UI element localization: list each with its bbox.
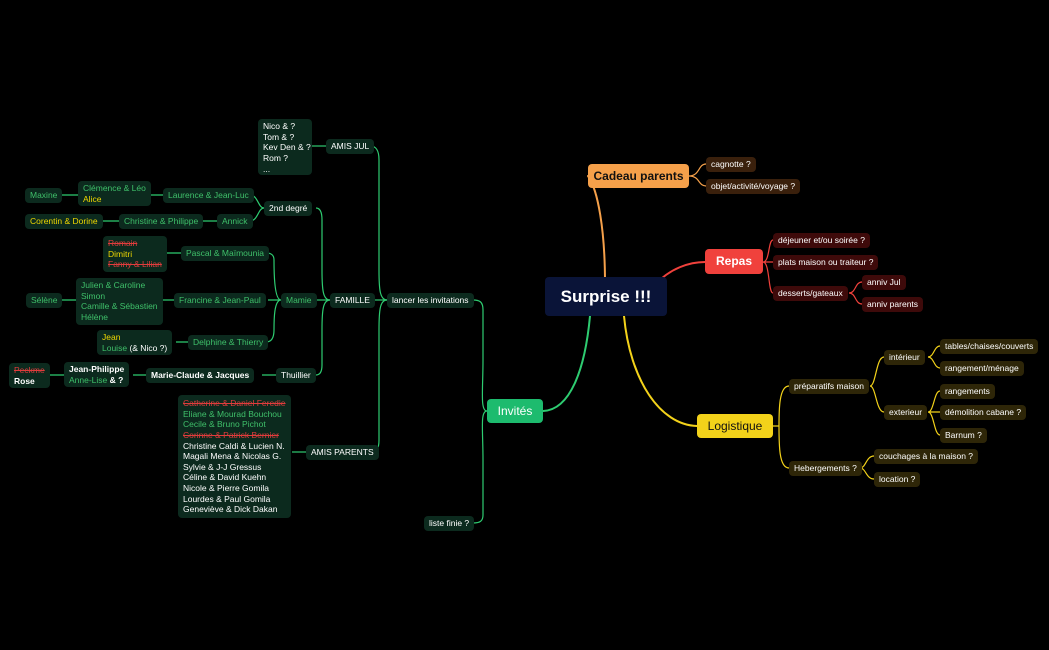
invites-topic[interactable]: Invités: [487, 399, 543, 423]
mamie-node[interactable]: Mamie: [281, 293, 317, 308]
hebergements-node[interactable]: Hebergements ?: [789, 461, 862, 476]
marie-claude-node[interactable]: Marie-Claude & Jacques: [146, 368, 255, 383]
anniv-parents-node[interactable]: anniv parents: [862, 297, 924, 312]
lancer-invitations-node[interactable]: lancer les invitations: [387, 293, 474, 308]
anniv-jul-node[interactable]: anniv Jul: [862, 275, 906, 290]
julien-item: Julien & Caroline: [81, 280, 146, 290]
jean-louise-node[interactable]: Jean Louise (& Nico ?): [97, 330, 173, 356]
cagnotte-node[interactable]: cagnotte ?: [706, 157, 756, 172]
preparatifs-node[interactable]: préparatifs maison: [789, 379, 869, 394]
clemence-text: Clémence & Léo: [83, 183, 146, 193]
couchages-node[interactable]: couchages à la maison ?: [874, 449, 979, 464]
jean-text: Jean: [102, 332, 121, 342]
amis-jul-item: Kev Den & ?: [263, 142, 311, 153]
alice-text: Alice: [83, 193, 102, 204]
amis-jul-item: Tom & ?: [263, 131, 295, 142]
annick-node[interactable]: Annick: [217, 214, 253, 229]
amis-parents-item: Christine Caldi & Lucien N.: [183, 440, 285, 451]
exterieur-node[interactable]: exterieur: [884, 405, 928, 420]
amis-parents-item: Corinne & Patrick Bernier: [183, 429, 279, 440]
amis-parents-item: Eliane & Mourad Bouchou: [183, 408, 282, 419]
amis-jul-item: ...: [263, 163, 271, 174]
interieur-node[interactable]: intérieur: [884, 350, 925, 365]
delphine-node[interactable]: Delphine & Thierry: [188, 335, 269, 350]
demolition-node[interactable]: démolition cabane ?: [940, 405, 1027, 420]
romain-text: Romain: [108, 238, 138, 248]
amis-parents-item: Céline & David Kuehn: [183, 472, 267, 483]
amis-parents-item: Cecile & Bruno Pichot: [183, 419, 266, 430]
pascal-children[interactable]: Romain Dimitri Fanny & Lilian: [103, 236, 167, 272]
cadeau-parents-topic[interactable]: Cadeau parents: [588, 164, 689, 188]
amis-parents-list[interactable]: Catherine & Daniel Feredie Eliane & Mour…: [178, 395, 291, 518]
corentin-node[interactable]: Corentin & Dorine: [25, 214, 103, 229]
amis-parents-item: Catherine & Daniel Feredie: [183, 398, 286, 408]
julien-list[interactable]: Julien & Caroline Simon Camille & Sébast…: [76, 278, 163, 325]
amis-parents-item: Magali Mena & Nicolas G.: [183, 451, 282, 462]
objet-activite-node[interactable]: objet/activité/voyage ?: [706, 179, 801, 194]
rangement-menage-node[interactable]: rangement/ménage: [940, 361, 1024, 376]
dimitri-text: Dimitri: [108, 248, 133, 259]
julien-item: Camille & Sébastien: [81, 301, 158, 312]
selene-node[interactable]: Sélène: [26, 293, 63, 308]
amis-jul-list[interactable]: Nico & ? Tom & ? Kev Den & ? Rom ? ...: [258, 119, 312, 175]
louise-text: Louise: [102, 342, 128, 353]
fanny-text: Fanny & Lilian: [108, 259, 162, 270]
second-degre-node[interactable]: 2nd degré: [264, 201, 313, 216]
desserts-node[interactable]: desserts/gateaux: [773, 286, 848, 301]
peckme-text: Peckme: [14, 365, 45, 375]
jean-philippe-text: Jean-Philippe: [69, 364, 125, 374]
anne-lise-question-text: & ?: [109, 374, 124, 385]
plats-node[interactable]: plats maison ou traiteur ?: [773, 255, 879, 270]
thuillier-node[interactable]: Thuillier: [276, 368, 316, 383]
location-node[interactable]: location ?: [874, 472, 921, 487]
amis-parents-node[interactable]: AMIS PARENTS: [306, 445, 379, 460]
amis-parents-item: Sylvie & J-J Gressus: [183, 461, 262, 472]
amis-jul-item: Rom ?: [263, 152, 289, 163]
laurence-node[interactable]: Laurence & Jean-Luc: [163, 188, 254, 203]
amis-jul-node[interactable]: AMIS JUL: [326, 139, 375, 154]
tables-node[interactable]: tables/chaises/couverts: [940, 339, 1039, 354]
famille-node[interactable]: FAMILLE: [330, 293, 375, 308]
logistique-topic[interactable]: Logistique: [697, 414, 773, 438]
amis-parents-item: Lourdes & Paul Gomila: [183, 493, 271, 504]
barnum-node[interactable]: Barnum ?: [940, 428, 987, 443]
amis-parents-item: Geneviève & Dick Dakan: [183, 504, 278, 515]
dejeuner-node[interactable]: déjeuner et/ou soirée ?: [773, 233, 870, 248]
pascal-node[interactable]: Pascal & Maïmounia: [181, 246, 269, 261]
anne-lise-text: Anne-Lise: [69, 374, 108, 385]
clemence-alice-node[interactable]: Clémence & Léo Alice: [78, 181, 151, 207]
amis-parents-item: Nicole & Pierre Gomila: [183, 483, 269, 493]
root-topic[interactable]: Surprise !!!: [545, 277, 667, 316]
christine-node[interactable]: Christine & Philippe: [119, 214, 204, 229]
julien-item: Hélène: [81, 311, 108, 322]
jean-philippe-node[interactable]: Jean-Philippe Anne-Lise & ?: [64, 362, 130, 388]
liste-finie-node[interactable]: liste finie ?: [424, 516, 475, 531]
nico-question-text: (& Nico ?): [129, 342, 168, 353]
rose-text: Rose: [14, 375, 35, 386]
julien-item: Simon: [81, 290, 106, 301]
peckme-rose-node[interactable]: Peckme Rose: [9, 363, 50, 389]
maxine-node[interactable]: Maxine: [25, 188, 63, 203]
repas-topic[interactable]: Repas: [705, 249, 763, 274]
rangements-node[interactable]: rangements: [940, 384, 995, 399]
amis-jul-item: Nico & ?: [263, 121, 296, 131]
francine-node[interactable]: Francine & Jean-Paul: [174, 293, 266, 308]
